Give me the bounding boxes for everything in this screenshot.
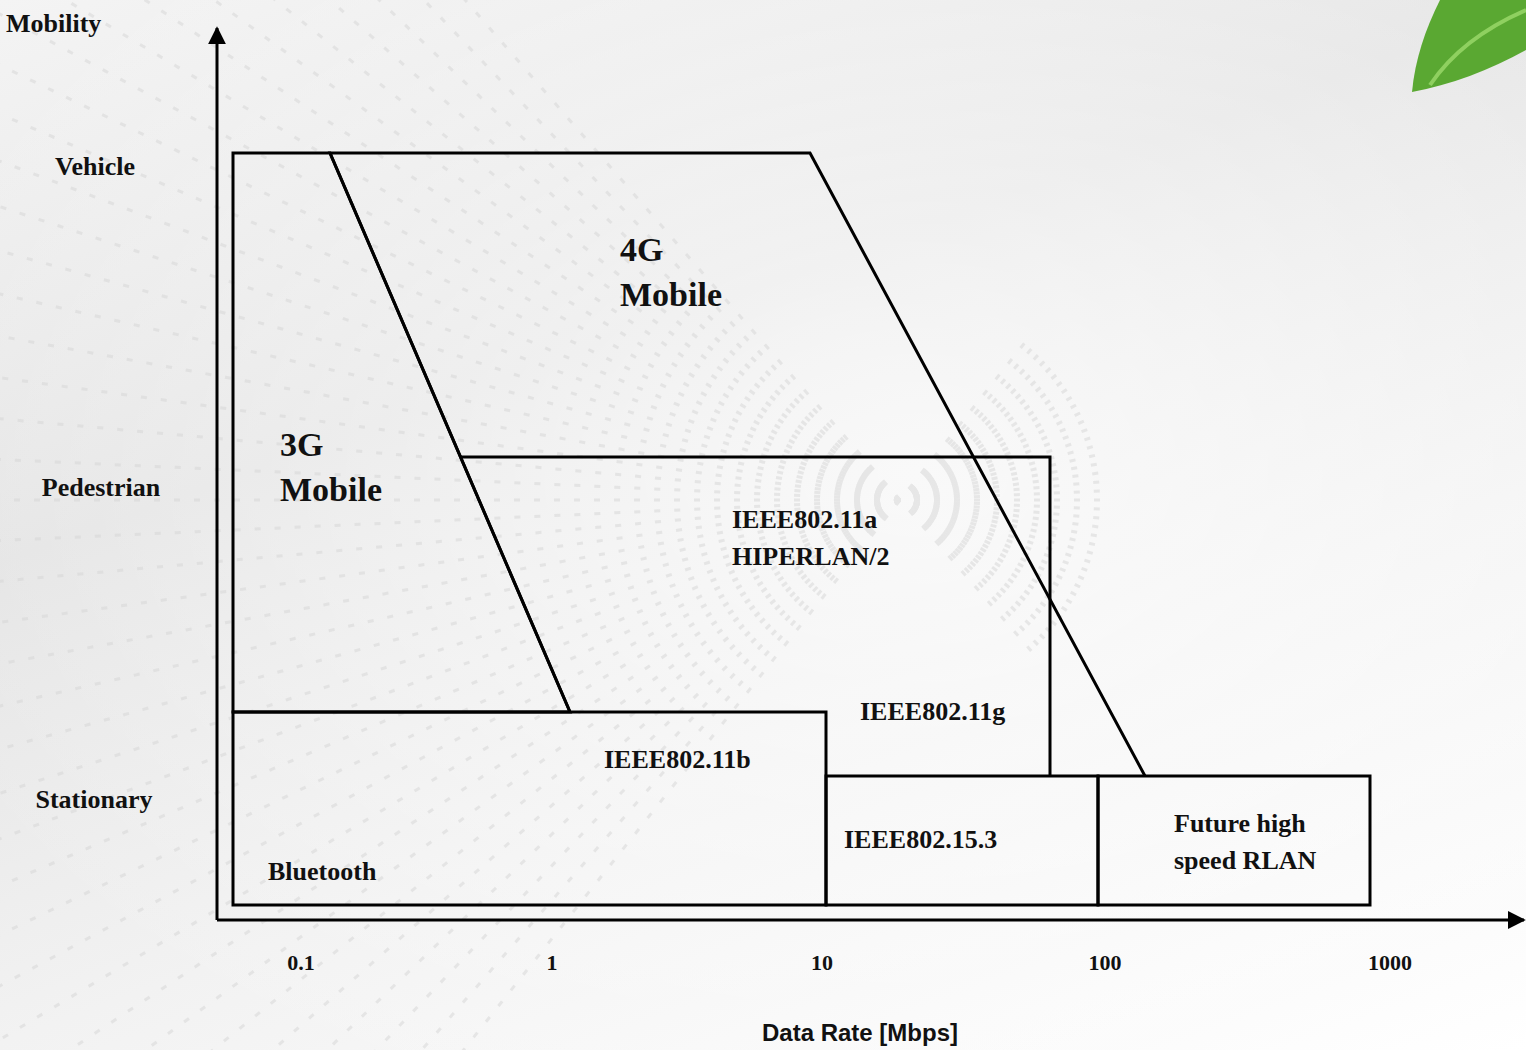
region-border: [233, 712, 826, 905]
background-streak: [0, 382, 1062, 1050]
region-label: 4G Mobile: [620, 227, 755, 317]
tick-label: 1000: [1350, 949, 1430, 977]
label-holder: Data Rate [Mbps]: [710, 1018, 1010, 1048]
tick-label: 10: [782, 949, 862, 977]
text-holder: IEEE802.11a HIPERLAN/2: [732, 501, 942, 575]
text-holder: Future high speed RLAN: [1174, 805, 1364, 879]
background-streak: [0, 455, 1095, 812]
wpan-box: IEEE802.15.3: [823, 773, 1101, 908]
background-streak: [0, 375, 1056, 1050]
region-outline: [1095, 773, 1373, 908]
background-streak: [0, 473, 1098, 688]
3g-mobile-region: 3G Mobile: [230, 150, 575, 715]
mobility-level: Stationary: [0, 784, 189, 816]
short-range-box: IEEE802.11bBluetooth: [230, 709, 830, 909]
region-border: [460, 457, 1050, 776]
label-holder: Pedestrian: [6, 472, 196, 504]
label-holder: 1: [512, 949, 592, 977]
region-border: [826, 776, 1098, 905]
future-rlan-box: Future high speed RLAN: [1095, 773, 1373, 908]
background-streak: [0, 390, 1067, 1050]
region-label: IEEE802.11g: [860, 693, 1045, 730]
background-streak: [0, 0, 1067, 610]
text-holder: 3G Mobile: [280, 422, 415, 512]
region-label: 3G Mobile: [280, 422, 415, 512]
region-label: Bluetooth: [268, 853, 438, 890]
region-border: [233, 153, 570, 712]
region-label: IEEE802.11a HIPERLAN/2: [732, 501, 942, 575]
background-streak: [0, 430, 1087, 994]
background-streak: [0, 374, 1099, 518]
background-streak: [0, 0, 1038, 645]
background-streak: [0, 361, 1044, 1050]
background-streak: [0, 464, 1097, 750]
label-holder: 1000: [1350, 949, 1430, 977]
region-label: Future high speed RLAN: [1174, 805, 1364, 879]
background-streak: [0, 421, 1084, 1050]
axis-title: Mobility: [6, 8, 166, 40]
x-axis: [217, 919, 1524, 922]
label-holder: 0.1: [261, 949, 341, 977]
background-streak: [0, 0, 1080, 587]
label-holder: Mobility: [6, 8, 166, 40]
region-outline: [325, 150, 1150, 780]
background-streak: [0, 0, 1044, 639]
leaf-vein: [1430, 10, 1526, 85]
label-holder: Stationary: [0, 784, 189, 816]
background-streak: [0, 0, 1050, 632]
background-streak: [0, 397, 1072, 1050]
text-holder: 4G Mobile: [620, 227, 755, 317]
text-holder: IEEE802.11g: [860, 693, 1045, 730]
region-label: IEEE802.11b: [604, 741, 799, 778]
background-streak: [0, 0, 1062, 618]
background-streak: [0, 368, 1050, 1050]
background-streak: [0, 437, 1100, 509]
wlan-region: IEEE802.11a HIPERLAN/2IEEE802.11g: [455, 454, 1055, 779]
region-label: IEEE802.15.3: [844, 821, 1084, 858]
region-outline: [455, 454, 1055, 779]
tick-label: 0.1: [261, 949, 341, 977]
background-streak: [0, 0, 1031, 651]
tick-label: 100: [1065, 949, 1145, 977]
label-holder: Vehicle: [5, 151, 185, 183]
mobility-level: Pedestrian: [6, 472, 196, 504]
background-streak: [0, 127, 1093, 554]
text-holder: Bluetooth: [268, 853, 438, 890]
text-holder: IEEE802.11b: [604, 741, 799, 778]
background-streak: [0, 0, 1076, 595]
leaf-logo: [1412, 0, 1526, 92]
axis-title: Data Rate [Mbps]: [710, 1018, 1010, 1048]
region-border: [330, 153, 1145, 776]
4g-mobile-region: 4G Mobile: [325, 150, 1150, 780]
background-streak: [0, 66, 1090, 562]
label-holder: 100: [1065, 949, 1145, 977]
background-streak: [0, 0, 1084, 579]
background-streak: [30, 343, 1025, 1050]
text-holder: IEEE802.15.3: [844, 821, 1084, 858]
background-streak: [0, 188, 1095, 545]
y-axis: [216, 28, 219, 920]
label-holder: 10: [782, 949, 862, 977]
background-streak: [0, 0, 1056, 625]
mobility-level: Vehicle: [5, 151, 185, 183]
region-border: [1098, 776, 1370, 905]
background-streak: [0, 438, 1090, 934]
tick-label: 1: [512, 949, 592, 977]
background-streak: [0, 249, 1097, 535]
